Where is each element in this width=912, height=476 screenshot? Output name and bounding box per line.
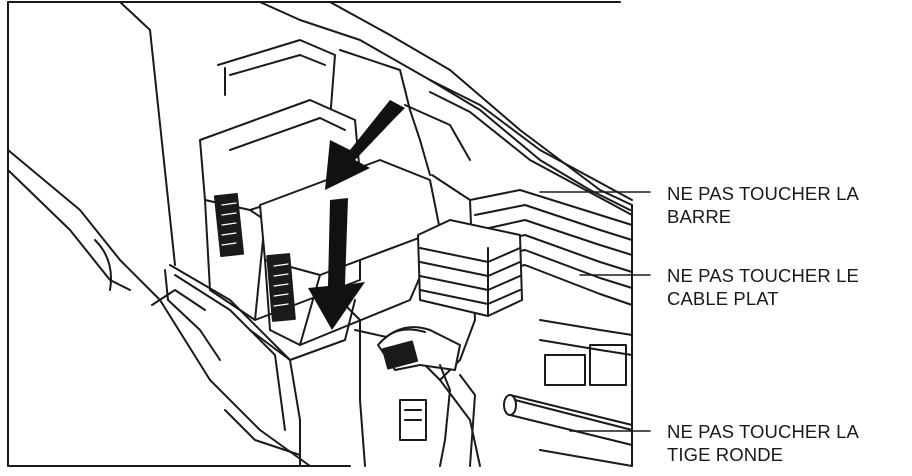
insertion-arrows [308,100,405,330]
leader-lines [539,191,651,432]
ribbed-connector [417,219,523,317]
arrow-upper [325,100,405,190]
callout-bar-line2: BARRE [667,206,732,227]
callout-flat-cable-line2: CABLE PLAT [667,288,779,309]
callout-flat-cable-line1: NE PAS TOUCHER LE [667,265,859,286]
carriage-latch [377,326,476,467]
callout-round-rod: NE PAS TOUCHER LA TIGE RONDE [667,420,907,466]
right-mechanism [539,319,633,467]
callout-round-rod-line2: TIGE RONDE [667,444,784,465]
callout-bar-line1: NE PAS TOUCHER LA [667,183,859,204]
carriage-bar [429,79,633,216]
callout-flat-cable: NE PAS TOUCHER LE CABLE PLAT [667,264,907,310]
arrow-lower [308,198,365,330]
callout-bar: NE PAS TOUCHER LA BARRE [667,182,907,228]
round-rod [503,394,633,446]
callout-round-rod-line1: NE PAS TOUCHER LA [667,421,859,442]
printer-body [7,1,633,467]
